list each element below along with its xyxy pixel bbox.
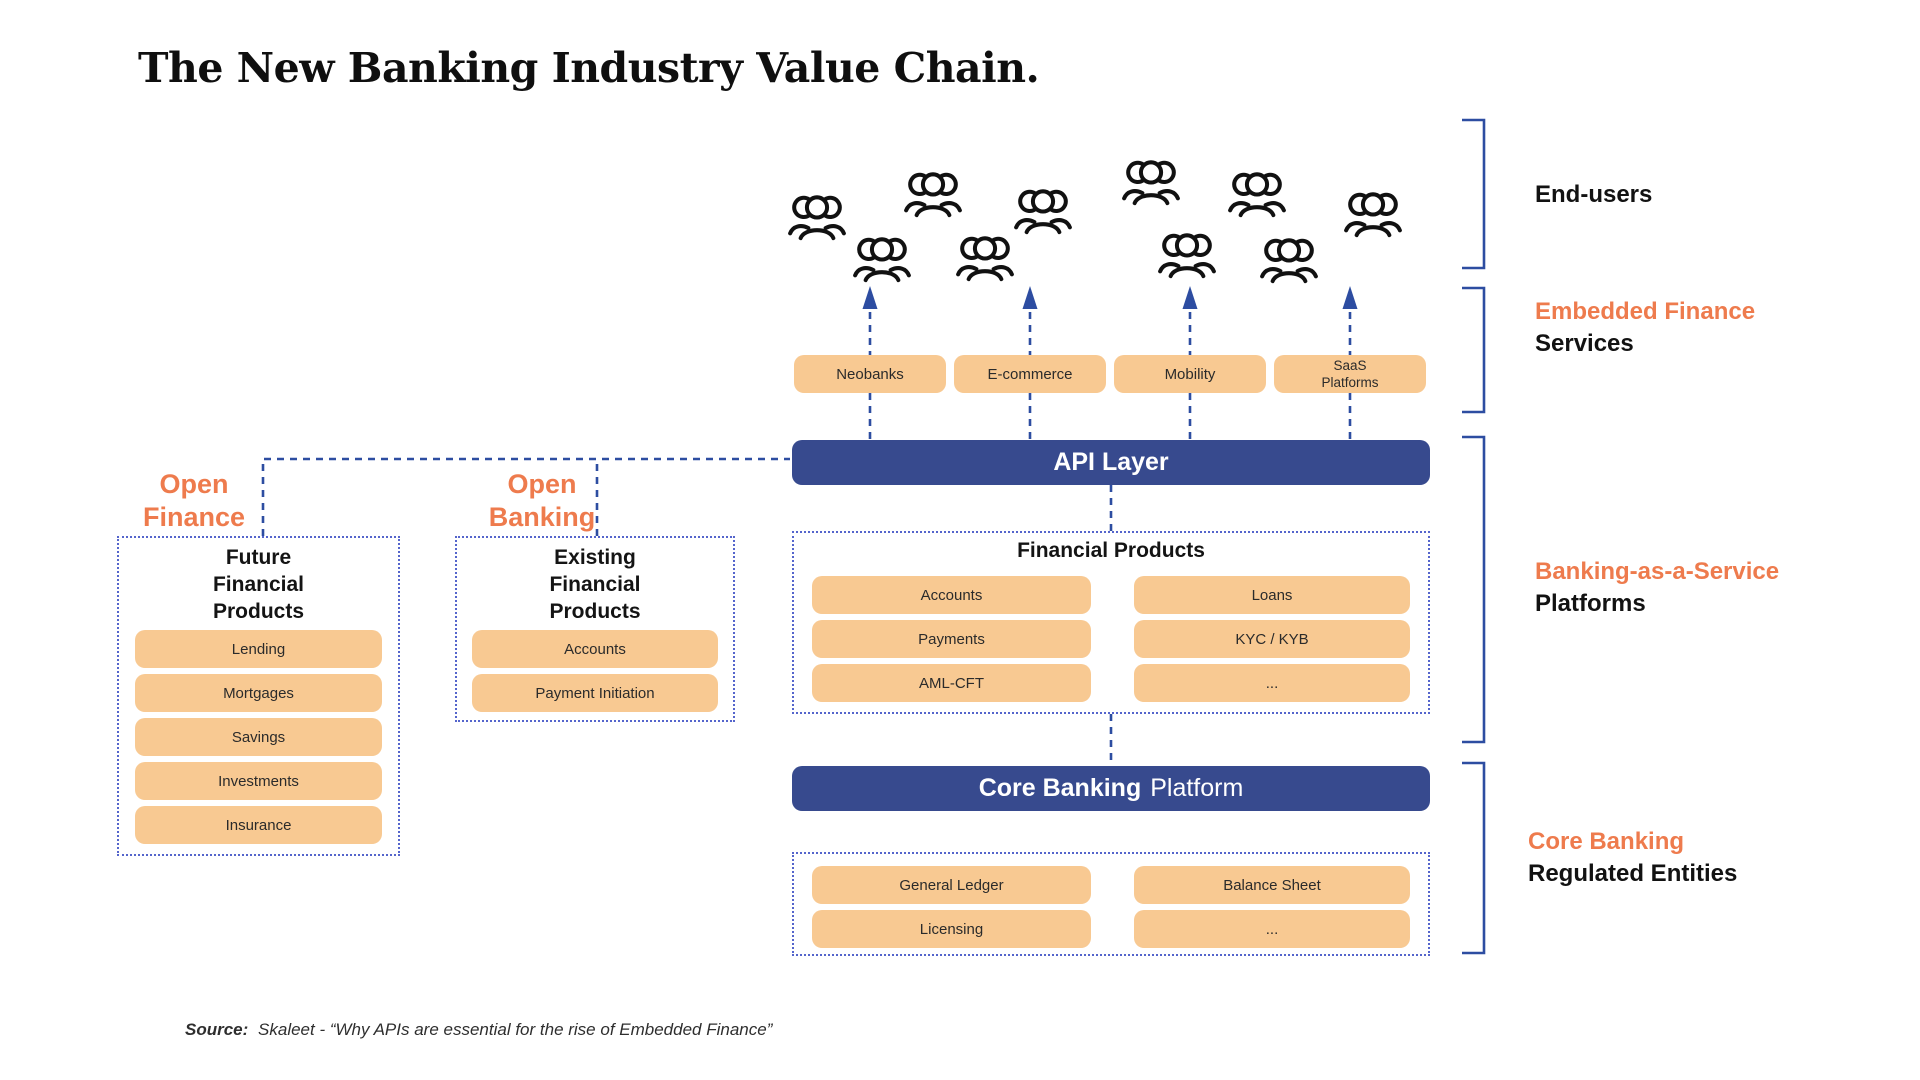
product-pill-kyc-kyb: KYC / KYB — [1134, 620, 1410, 658]
people-group-icon — [788, 193, 846, 241]
service-box-saas-platforms: SaaS Platforms — [1274, 355, 1426, 393]
baas-accent-line: Banking-as-a-Service — [1535, 558, 1780, 585]
arrowhead — [1182, 286, 1198, 309]
product-pill-accounts: Accounts — [812, 576, 1091, 614]
future-pill-mortgages: Mortgages — [135, 674, 382, 712]
core-banking-regular-label: Platform — [1150, 774, 1244, 802]
end-users-label: End-users — [1535, 181, 1653, 208]
people-group-icon — [1122, 158, 1180, 206]
open-finance-label: Open Finance — [142, 469, 246, 532]
future-pill-savings: Savings — [135, 718, 382, 756]
people-group-icon — [1158, 231, 1216, 279]
people-group-icon — [1228, 170, 1286, 218]
embedded-finance-accent-line: Embedded Finance — [1535, 298, 1756, 325]
open-banking-box — [455, 536, 735, 722]
bracket-baas — [1462, 435, 1486, 744]
baas-platforms-label: Banking-as-a-Service Platforms — [1535, 556, 1779, 620]
financial-products-box — [792, 531, 1430, 714]
page-title: The New Banking Industry Value Chain. — [138, 44, 1040, 92]
product-pill-loans: Loans — [1134, 576, 1410, 614]
service-box-mobility: Mobility — [1114, 355, 1266, 393]
bracket-embedded-finance — [1462, 286, 1486, 414]
core-pill-more: ... — [1134, 910, 1410, 948]
service-box-neobanks: Neobanks — [794, 355, 946, 393]
core-banking-bold-label: Core Banking — [978, 774, 1142, 802]
source-text: Skaleet - “Why APIs are essential for th… — [258, 1020, 773, 1039]
open-banking-box-title: Existing Financial Products — [549, 546, 641, 623]
core-banking-items-box — [792, 852, 1430, 956]
core-pill-general-ledger: General Ledger — [812, 866, 1091, 904]
embedded-finance-services-label: Embedded Finance Services — [1535, 296, 1755, 360]
product-pill-aml-cft: AML-CFT — [812, 664, 1091, 702]
core-banking-platform-bar: Core Banking Platform — [792, 766, 1430, 811]
product-pill-payments: Payments — [812, 620, 1091, 658]
core-banking-accent-line: Core Banking — [1528, 828, 1685, 855]
api-layer-label: API Layer — [1053, 448, 1169, 476]
future-pill-investments: Investments — [135, 762, 382, 800]
open-banking-label: Open Banking — [488, 469, 596, 532]
source-prefix: Source: — [185, 1020, 249, 1039]
people-group-icon — [956, 234, 1014, 282]
core-banking-entities-label: Core Banking Regulated Entities — [1528, 826, 1737, 890]
future-pill-insurance: Insurance — [135, 806, 382, 844]
core-pill-balance-sheet: Balance Sheet — [1134, 866, 1410, 904]
existing-pill-accounts: Accounts — [472, 630, 718, 668]
people-group-icon — [1344, 190, 1402, 238]
people-group-icon — [904, 170, 962, 218]
core-banking-rest-line: Regulated Entities — [1528, 860, 1738, 887]
people-group-icon — [1014, 187, 1072, 235]
people-group-icon — [1260, 236, 1318, 284]
arrowhead — [862, 286, 878, 309]
core-pill-licensing: Licensing — [812, 910, 1091, 948]
service-box-ecommerce: E-commerce — [954, 355, 1106, 393]
arrowhead — [1022, 286, 1038, 309]
open-finance-box-title: Future Financial Products — [212, 546, 305, 623]
existing-pill-payment-initiation: Payment Initiation — [472, 674, 718, 712]
api-layer-bar: API Layer — [792, 440, 1430, 485]
bracket-core-banking — [1462, 761, 1486, 955]
future-pill-lending: Lending — [135, 630, 382, 668]
product-pill-more: ... — [1134, 664, 1410, 702]
embedded-finance-rest-line: Services — [1535, 330, 1634, 357]
financial-products-title: Financial Products — [1017, 539, 1205, 562]
bracket-end-users — [1462, 118, 1486, 270]
people-group-icon — [853, 235, 911, 283]
baas-rest-line: Platforms — [1535, 590, 1646, 617]
arrowhead — [1342, 286, 1358, 309]
open-finance-box — [117, 536, 400, 856]
source-attribution: Source: Skaleet - “Why APIs are essentia… — [185, 1020, 772, 1040]
